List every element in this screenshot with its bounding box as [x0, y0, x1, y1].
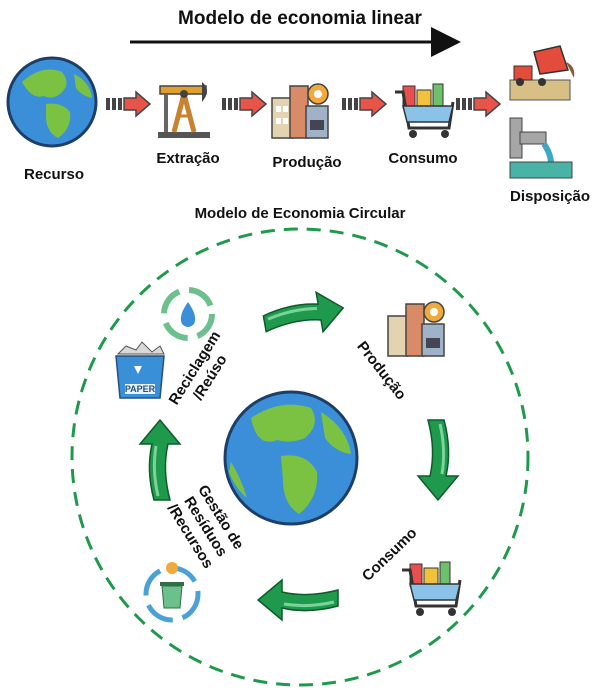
- linear-flow-arrow-3: [342, 90, 388, 118]
- label-disposal: Disposição: [509, 188, 591, 205]
- recycle-water-icon: [161, 287, 215, 341]
- recycle-bin-icon: [115, 341, 165, 399]
- cycle-arrow-right: [416, 419, 460, 502]
- sewage-pipe-icon: [509, 117, 573, 179]
- shopping-cart-icon: [395, 83, 455, 138]
- shopping-cart-icon: [402, 561, 462, 616]
- circular-model-title: Modelo de Economia Circular: [194, 205, 406, 222]
- label-production: Produção: [272, 154, 342, 171]
- linear-flow-arrow-2: [222, 90, 268, 118]
- label-extraction: Extração: [156, 150, 220, 167]
- linear-flow-arrow-1: [106, 90, 152, 118]
- linear-flow-arrow-4: [456, 90, 502, 118]
- dump-truck-icon: [509, 45, 575, 101]
- waste-management-icon: [143, 562, 201, 623]
- globe-icon: [223, 390, 359, 526]
- factory-icon: [387, 301, 445, 357]
- cycle-arrow-bottom: [256, 578, 339, 622]
- factory-icon: [271, 83, 329, 139]
- label-consumption: Consumo: [388, 150, 458, 167]
- cycle-arrow-left: [138, 418, 182, 501]
- paper-bin-label: PAPER: [125, 384, 156, 394]
- circular-boundary: [70, 227, 530, 687]
- globe-icon: [6, 56, 98, 148]
- oil-pump-icon: [158, 82, 210, 138]
- linear-model-title: Modelo de economia linear: [178, 8, 422, 29]
- label-resource: Recurso: [23, 166, 85, 183]
- cycle-arrow-top: [262, 290, 345, 334]
